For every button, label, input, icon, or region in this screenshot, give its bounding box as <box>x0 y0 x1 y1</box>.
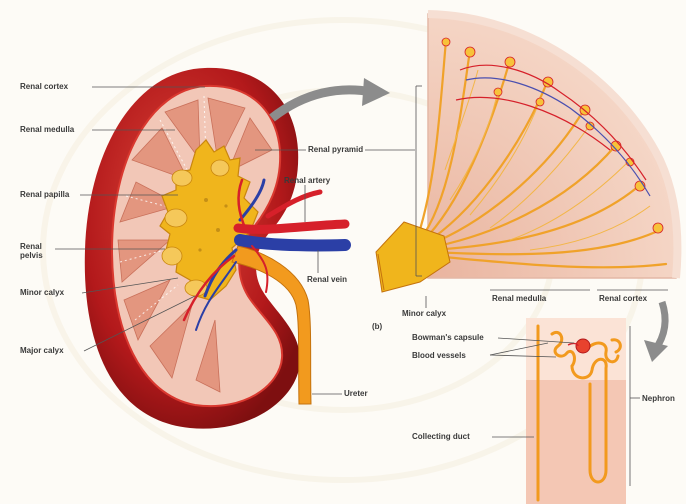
label-renal-pelvis-line1: Renal <box>20 242 43 251</box>
label-major-calyx: Major calyx <box>20 346 64 355</box>
label-ureter: Ureter <box>344 389 368 398</box>
nephron-panel <box>526 318 626 504</box>
label-minor-calyx: Minor calyx <box>20 288 64 297</box>
kidney-section <box>85 68 345 429</box>
label-renal-medulla: Renal medulla <box>20 125 74 134</box>
label-renal-pyramid: Renal pyramid <box>306 145 365 154</box>
label-minor-calyx-b: Minor calyx <box>402 309 446 318</box>
label-renal-artery: Renal artery <box>284 176 330 185</box>
label-collecting-duct: Collecting duct <box>412 432 470 441</box>
label-renal-pelvis-line2: pelvis <box>20 251 43 260</box>
label-blood-vessels: Blood vessels <box>412 351 466 360</box>
label-renal-medulla-b: Renal medulla <box>492 294 546 303</box>
label-renal-cortex-b: Renal cortex <box>599 294 647 303</box>
label-renal-pelvis: Renal pelvis <box>20 242 43 260</box>
label-renal-vein: Renal vein <box>307 275 347 284</box>
renal-wedge-section <box>376 14 677 292</box>
label-nephron: Nephron <box>642 394 675 403</box>
nephron-medulla-bg <box>526 380 626 504</box>
label-panel-b: (b) <box>372 322 382 331</box>
label-renal-papilla: Renal papilla <box>20 190 69 199</box>
label-renal-cortex: Renal cortex <box>20 82 68 91</box>
label-bowmans-capsule: Bowman's capsule <box>412 333 484 342</box>
arrow-to-nephron <box>644 302 668 362</box>
